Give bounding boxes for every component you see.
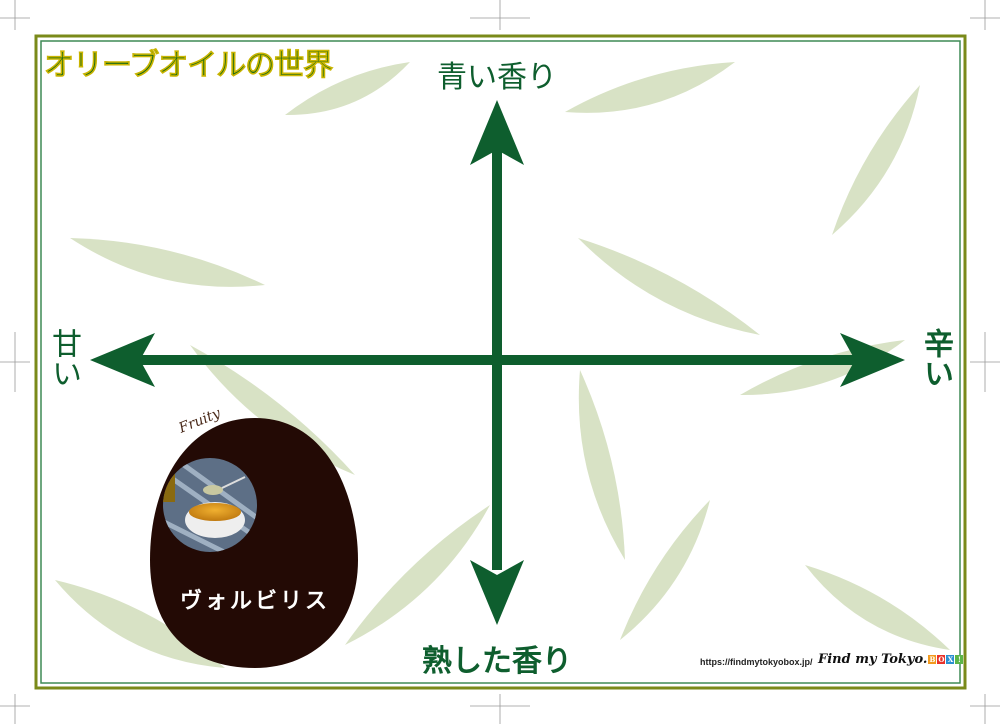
arrow-right-icon <box>840 333 905 387</box>
page-title: オリーブオイルの世界 <box>44 48 334 84</box>
horizontal-axis <box>90 333 905 387</box>
leaf <box>578 370 625 560</box>
oil-egg-shape <box>150 418 358 668</box>
leaf <box>832 85 920 235</box>
box-letter: O <box>937 655 946 664</box>
oil-photo <box>163 458 257 552</box>
box-letter: ! <box>955 655 964 664</box>
oil-name: ヴォルビリス <box>179 589 331 614</box>
footer-url[interactable]: https://findmytokyobox.jp/ <box>700 657 813 667</box>
axis-label-right: 辛い <box>918 328 953 388</box>
leaf <box>55 580 225 668</box>
axis-label-bottom: 熟した香り <box>422 644 572 679</box>
box-letter: B <box>928 655 937 664</box>
arrow-down-icon <box>470 560 524 625</box>
brand-name: Find my Tokyo. <box>818 652 928 667</box>
arrow-up-icon <box>470 100 524 165</box>
box-letter: X <box>946 655 955 664</box>
arrow-left-icon <box>90 333 155 387</box>
leaf <box>805 565 950 650</box>
leaf <box>620 500 710 640</box>
leaf <box>285 62 410 116</box>
leaf <box>578 238 760 335</box>
axis-label-top: 青い香り <box>437 60 557 95</box>
inner-border <box>40 40 961 684</box>
outer-border <box>34 34 967 690</box>
leaf <box>70 238 265 287</box>
leaf <box>565 62 735 113</box>
leaf <box>345 505 490 645</box>
axis-label-left: 甘い <box>46 328 81 388</box>
